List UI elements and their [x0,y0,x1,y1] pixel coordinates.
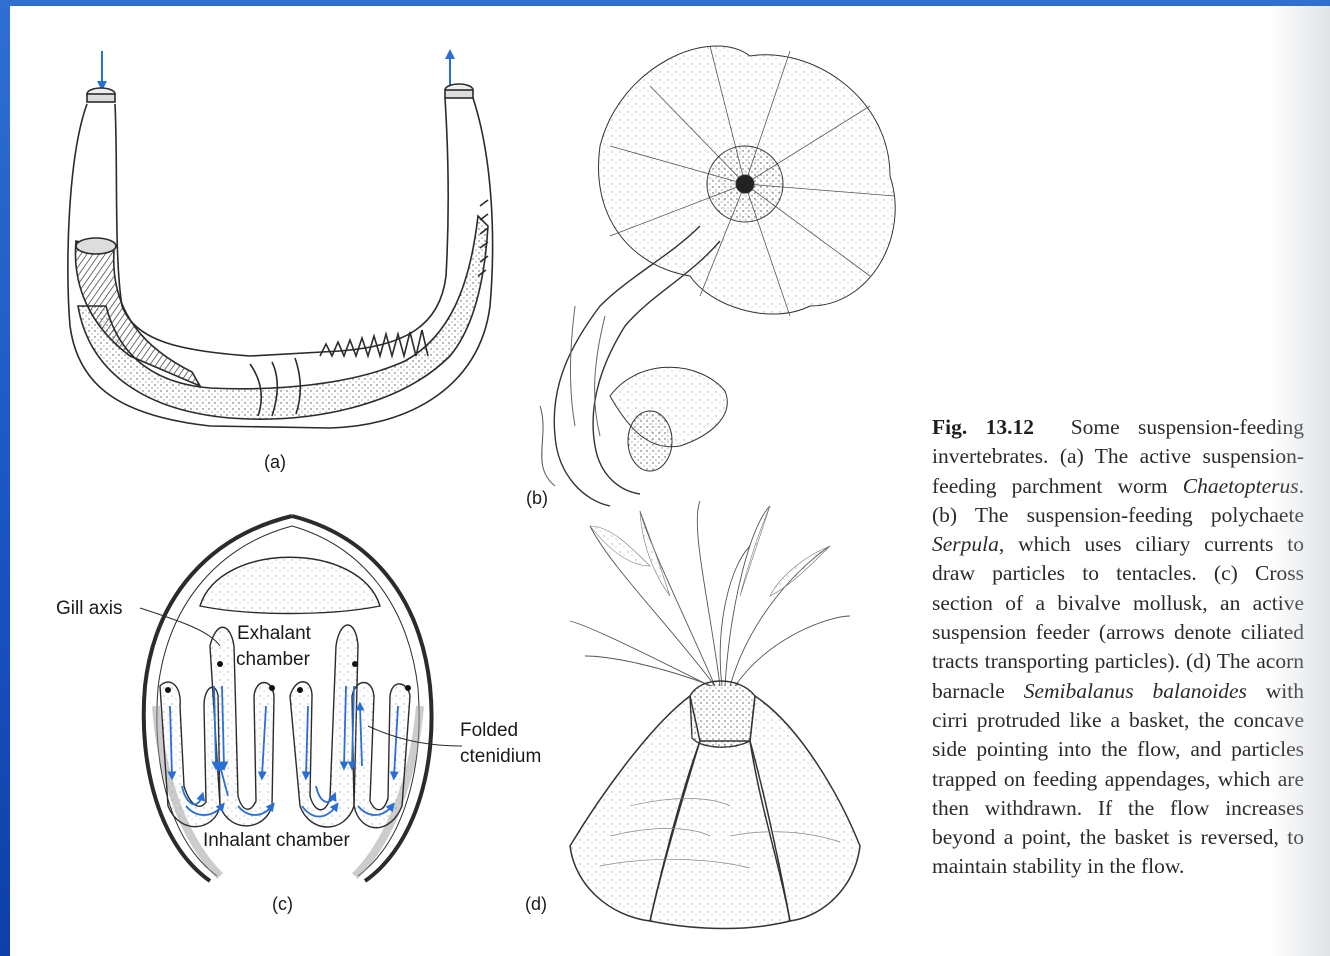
panel-label-d: (d) [525,894,547,915]
label-folded: Folded [460,720,518,742]
serpula-drawing [540,46,895,506]
figure-illustrations [10,6,930,956]
label-chamber: chamber [236,649,310,671]
chaetopterus-drawing [68,51,493,428]
label-gill-axis: Gill axis [56,598,123,620]
figure-number: Fig. 13.12 [932,415,1034,439]
panel-label-a: (a) [264,452,286,473]
caption-text-4: with cirri protruded like a basket, the … [932,679,1304,879]
species-semibalanus: Semibalanus balanoides [1024,679,1247,703]
caption-text-3: , which uses ciliary currents to draw pa… [932,532,1304,702]
genus-serpula: Serpula [932,532,999,556]
genus-chaetopterus: Chaetopterus [1183,474,1299,498]
label-inhalant-chamber: Inhalant chamber [203,830,350,852]
textbook-page: (a) (b) (c) (d) Gill axis Exhalant chamb… [10,6,1330,956]
barnacle-drawing [570,501,860,929]
label-ctenidium: ctenidium [460,746,541,768]
panel-label-c: (c) [272,894,293,915]
panel-label-b: (b) [526,488,548,509]
bivalve-cross-section [140,516,462,881]
label-exhalant: Exhalant [237,623,311,645]
figure-caption: Fig. 13.12 Some suspension-feeding inver… [932,413,1304,882]
